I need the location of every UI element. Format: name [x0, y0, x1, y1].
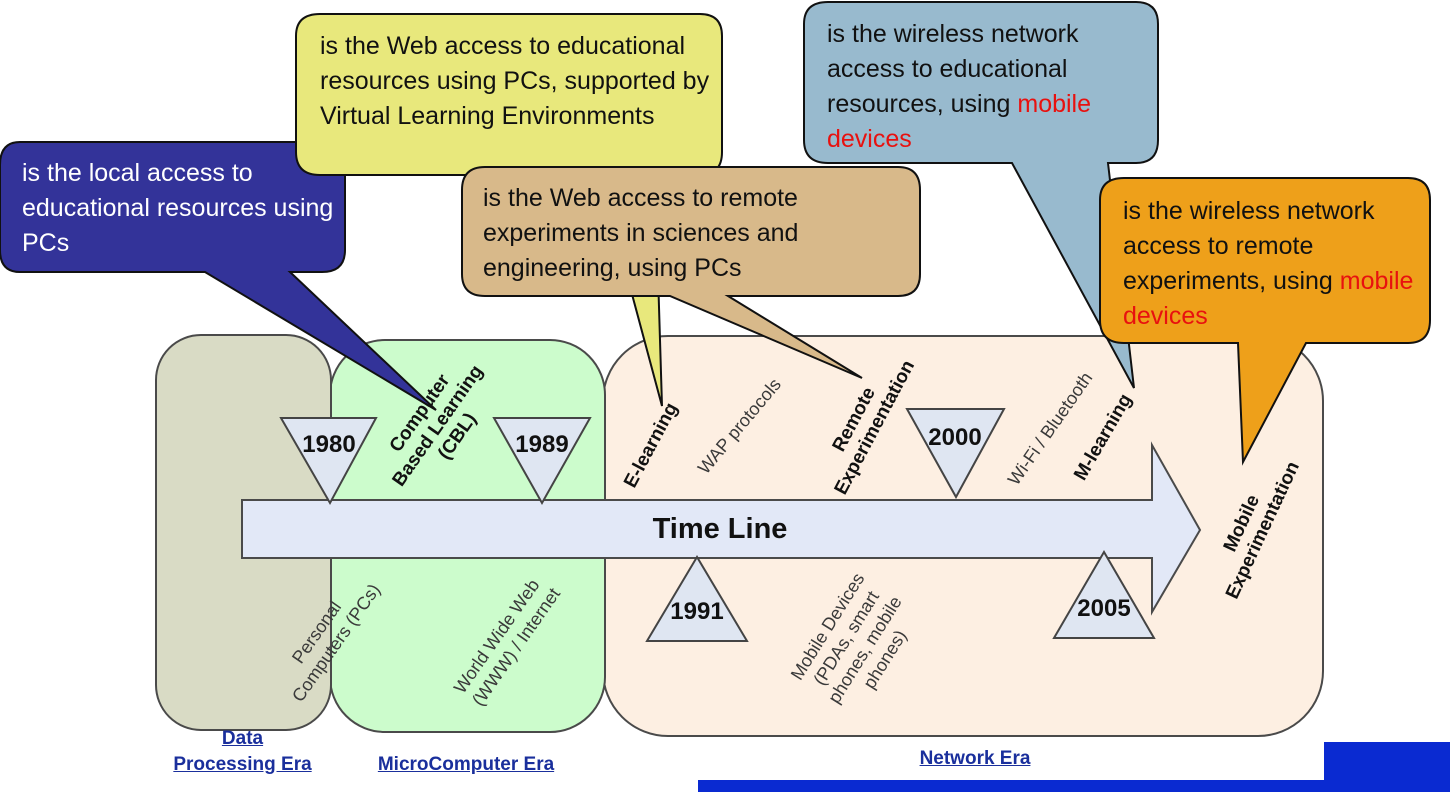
year-marker-1991	[645, 555, 749, 642]
callout-local-content: is the local access to educational resou…	[22, 159, 334, 257]
era-link-network[interactable]: Network Era	[880, 746, 1070, 772]
year-marker-2005	[1052, 550, 1156, 639]
footer-bar-strip	[698, 780, 1450, 792]
callout-web-text: is the Web access to educational resourc…	[320, 29, 712, 134]
year-label-1980: 1980	[302, 431, 355, 458]
year-marker-1989	[492, 417, 592, 506]
callout-mexp-highlight: mobile devices	[1123, 267, 1414, 330]
callout-remote-text: is the Web access to remote experiments …	[483, 181, 913, 286]
year-label-1989: 1989	[515, 431, 568, 458]
era-micro-label: MicroComputer Era	[377, 754, 555, 775]
callout-remote-content: is the Web access to remote experiments …	[483, 184, 799, 282]
year-marker-1980	[279, 417, 378, 506]
era-link-data-processing[interactable]: Data Processing Era	[150, 726, 335, 778]
callout-remote-bubble	[461, 166, 921, 379]
callout-mexp-bubble	[1099, 177, 1431, 466]
year-label-2005: 2005	[1077, 595, 1130, 622]
timeline-label: Time Line	[653, 513, 788, 545]
callout-local-text: is the local access to educational resou…	[22, 156, 338, 261]
callout-mlearn-content: is the wireless network access to educat…	[827, 20, 1079, 118]
callout-mexp-text: is the wireless network access to remote…	[1123, 194, 1423, 334]
callout-mlearn-text: is the wireless network access to educat…	[827, 17, 1149, 157]
callout-web-content: is the Web access to educational resourc…	[320, 32, 710, 130]
era-data-line2: Processing Era	[173, 754, 312, 775]
year-marker-2000	[905, 408, 1006, 500]
year-label-2000: 2000	[928, 424, 981, 451]
callout-mlearn-highlight: mobile devices	[827, 90, 1092, 153]
era-data-line1: Data	[221, 728, 264, 749]
era-network-label: Network Era	[919, 748, 1031, 769]
era-link-microcomputer[interactable]: MicroComputer Era	[350, 752, 582, 778]
year-label-1991: 1991	[670, 598, 723, 625]
callout-mexp-content: is the wireless network access to remote…	[1123, 197, 1375, 295]
timeline-arrow	[241, 441, 1202, 616]
